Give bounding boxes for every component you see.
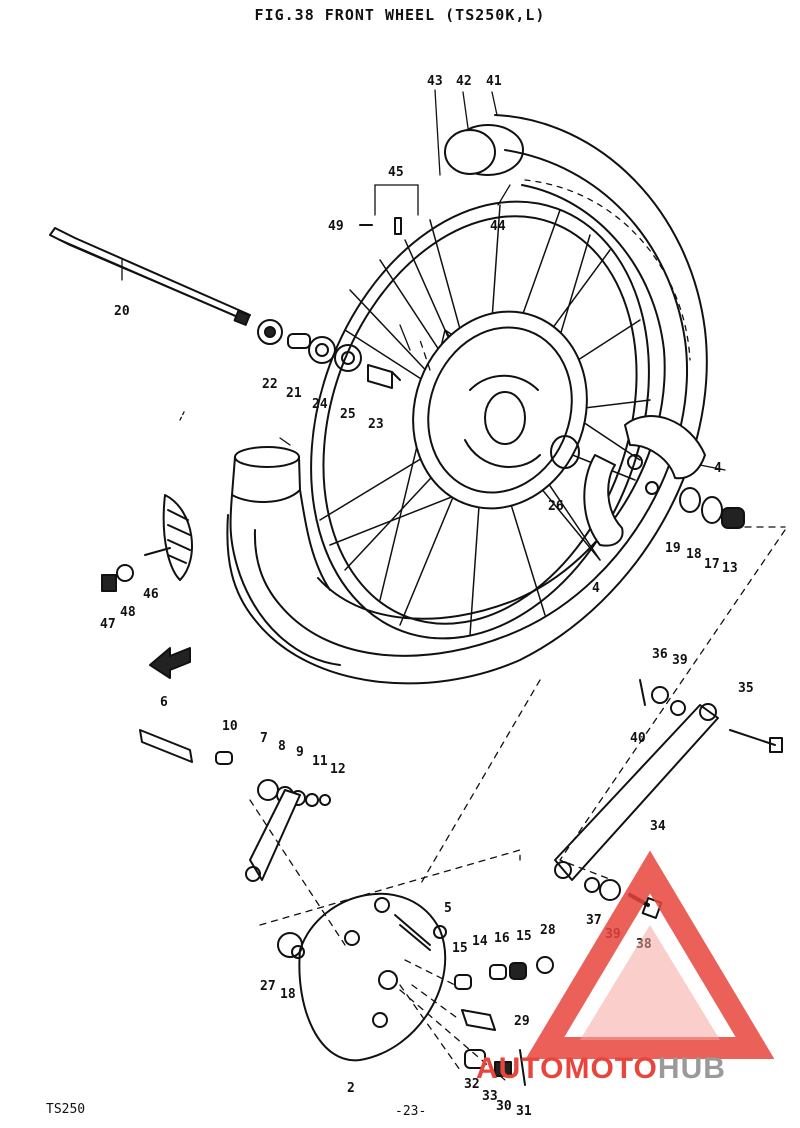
callout-21: 21	[286, 386, 302, 401]
model-code: TS250	[46, 1102, 86, 1117]
callout-41: 41	[486, 74, 502, 89]
callout-39a: 39	[672, 653, 688, 668]
callout-37: 37	[586, 913, 602, 928]
callout-43: 43	[427, 74, 443, 89]
callout-49: 49	[328, 219, 344, 234]
callout-22: 22	[262, 377, 278, 392]
callout-28: 28	[540, 923, 556, 938]
callout-15b: 15	[516, 929, 532, 944]
callout-30: 30	[496, 1099, 512, 1114]
callout-32: 32	[464, 1077, 480, 1092]
brake-panel	[277, 892, 447, 1062]
callout-31: 31	[516, 1104, 532, 1119]
speedometer-drive	[433, 925, 554, 1086]
callout-23: 23	[368, 417, 384, 432]
fork-fender	[229, 446, 341, 666]
callout-10: 10	[222, 719, 238, 734]
callout-4a: 4	[714, 461, 722, 476]
brake-shoe-upper	[624, 415, 706, 495]
callout-2: 2	[347, 1081, 355, 1096]
tire	[226, 114, 708, 685]
callout-20: 20	[114, 304, 130, 319]
callout-42: 42	[456, 74, 472, 89]
callout-29: 29	[514, 1014, 530, 1029]
watermark-hub: HUB	[658, 1052, 726, 1085]
callout-27: 27	[260, 979, 276, 994]
callout-9: 9	[296, 745, 304, 760]
callout-40: 40	[630, 731, 646, 746]
callout-33: 33	[482, 1089, 498, 1104]
callout-13: 13	[722, 561, 738, 576]
callout-numbers: 41 42 43 44 45 49 20 22 21 24 25 23 26 4…	[100, 74, 754, 1119]
callout-4b: 4	[592, 581, 600, 596]
brake-shoe-lower	[583, 454, 624, 547]
right-hub-parts	[679, 487, 745, 529]
callout-12: 12	[330, 762, 346, 777]
figure-title: FIG.38 FRONT WHEEL (TS250K,L)	[254, 6, 546, 24]
callout-25: 25	[340, 407, 356, 422]
brake-torque-link	[554, 679, 783, 881]
callout-36: 36	[652, 647, 668, 662]
callout-18a: 18	[686, 547, 702, 562]
callout-5: 5	[444, 901, 452, 916]
direction-arrow	[149, 647, 191, 679]
callout-11: 11	[312, 754, 328, 769]
speedometer-gear	[101, 494, 193, 592]
callout-18b: 18	[280, 987, 296, 1002]
wheel-hub	[412, 310, 588, 510]
page-number: -23-	[395, 1104, 427, 1119]
callout-34: 34	[650, 819, 666, 834]
left-hub-parts	[257, 319, 401, 389]
callout-44: 44	[490, 219, 506, 234]
front-axle	[49, 227, 251, 326]
callout-26: 26	[548, 499, 564, 514]
watermark-auto: AUTO	[476, 1052, 564, 1085]
callout-48: 48	[120, 605, 136, 620]
callout-47: 47	[100, 617, 116, 632]
callout-19: 19	[665, 541, 681, 556]
valve-parts	[359, 124, 524, 235]
callout-7: 7	[260, 731, 268, 746]
callout-35: 35	[738, 681, 754, 696]
callout-16: 16	[494, 931, 510, 946]
callout-8: 8	[278, 739, 286, 754]
callout-17: 17	[704, 557, 720, 572]
callout-15a: 15	[452, 941, 468, 956]
callout-14: 14	[472, 934, 488, 949]
brake-cam-lever	[139, 729, 331, 882]
leader-lines	[121, 89, 786, 1081]
callout-24: 24	[312, 397, 328, 412]
callout-45: 45	[388, 165, 404, 180]
callout-46: 46	[143, 587, 159, 602]
watermark-logo: AUTOMOTOHUB	[476, 850, 775, 1085]
svg-text:AUTOMOTOHUB: AUTOMOTOHUB	[476, 1052, 726, 1085]
watermark-moto: MOTO	[564, 1052, 657, 1085]
callout-6: 6	[160, 695, 168, 710]
